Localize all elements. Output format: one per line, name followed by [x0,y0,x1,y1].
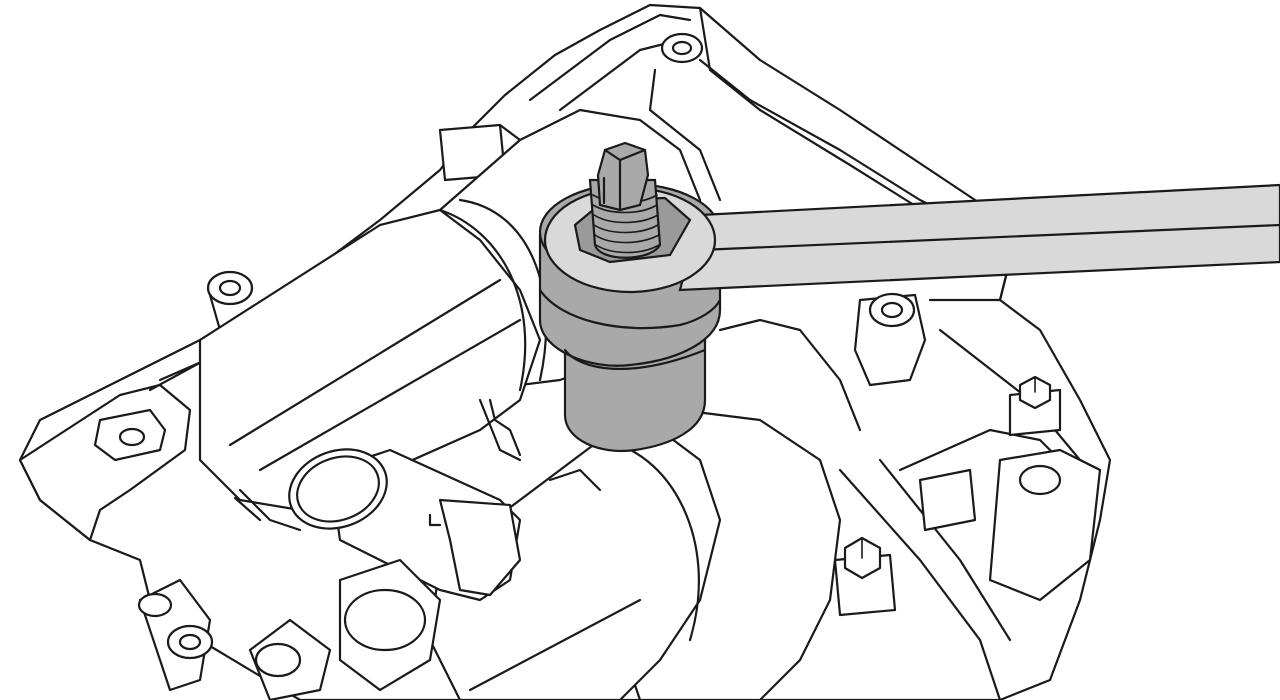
hex-bolt-right [1008,375,1062,437]
threaded-bolt [588,141,662,259]
bolt-threads [592,194,660,254]
camshaft-housing-lower [428,408,842,700]
hex-bolt-lower [833,536,897,617]
electrical-connector [233,448,522,602]
housing-detail-lines [478,318,862,492]
lower-left-fittings [137,558,442,700]
